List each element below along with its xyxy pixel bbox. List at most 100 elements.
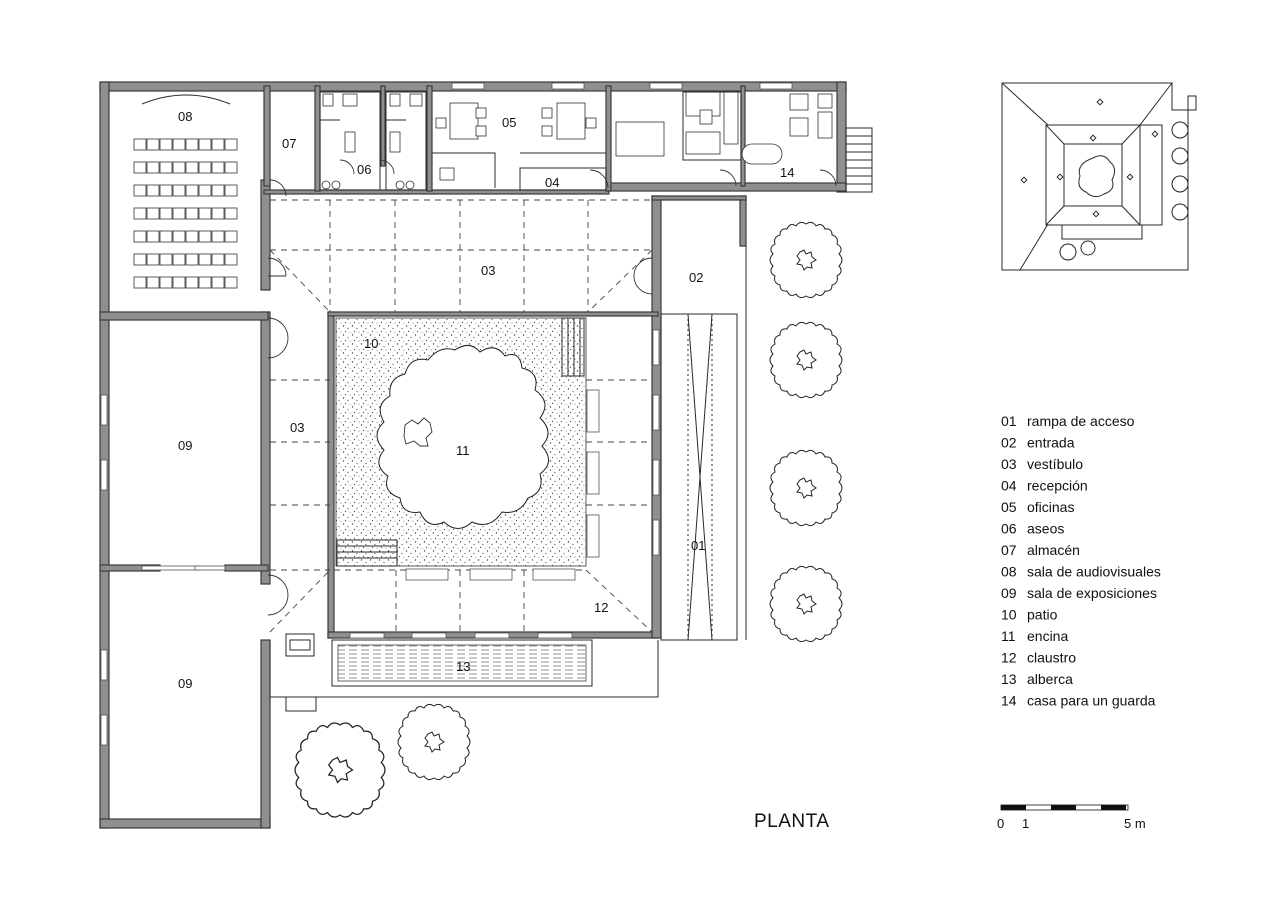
legend-text: encina (1027, 628, 1068, 644)
room-label-05: 05 (502, 115, 516, 130)
legend-number: 08 (1001, 564, 1017, 580)
tree-icon (769, 565, 843, 643)
tree-icon (769, 449, 843, 527)
legend-text: alberca (1027, 671, 1073, 687)
seat (198, 161, 212, 174)
room-label-04: 04 (545, 175, 559, 190)
seat (172, 138, 186, 151)
plan-title: PLANTA (754, 811, 830, 832)
tree-icon (769, 221, 843, 299)
seat (146, 161, 160, 174)
tree-icon (397, 703, 471, 781)
scale-label-0: 0 (997, 816, 1004, 831)
room-label-12: 12 (594, 600, 608, 615)
room-label-03-top: 03 (481, 263, 495, 278)
seat (172, 184, 186, 197)
room-label-03-left: 03 (290, 420, 304, 435)
legend-text: casa para un guarda (1027, 693, 1156, 709)
seat (172, 253, 186, 266)
seat (185, 253, 199, 266)
room-label-01: 01 (691, 538, 705, 553)
seat (224, 253, 238, 266)
legend-text: aseos (1027, 521, 1064, 537)
room-label-07: 07 (282, 136, 296, 151)
room-label-09-upper: 09 (178, 438, 192, 453)
seat (146, 184, 160, 197)
room-label-11: 11 (456, 443, 470, 458)
seat (224, 138, 238, 151)
legend-number: 04 (1001, 478, 1017, 494)
legend-text: almacén (1027, 542, 1080, 558)
legend-number: 12 (1001, 650, 1017, 666)
ramp-01 (660, 313, 738, 641)
legend-number: 01 (1001, 413, 1017, 429)
seat (185, 276, 199, 289)
seat (159, 161, 173, 174)
seat (211, 230, 225, 243)
legend-number: 09 (1001, 585, 1017, 601)
patio-steps (336, 317, 585, 567)
audiovisual-seating (133, 94, 238, 289)
legend-number: 06 (1001, 521, 1017, 537)
seat (159, 230, 173, 243)
seat (133, 207, 147, 220)
seat (172, 161, 186, 174)
seat (211, 184, 225, 197)
scale-bar: 0 1 5 m (997, 804, 1146, 831)
seat (146, 253, 160, 266)
legend-text: patio (1027, 607, 1058, 623)
seat (133, 161, 147, 174)
seat (198, 207, 212, 220)
key-plan-trees (1059, 121, 1189, 261)
office-furniture (432, 102, 607, 191)
seat (211, 138, 225, 151)
seat (198, 276, 212, 289)
scale-label-5m: 5 m (1124, 816, 1146, 831)
seat (198, 253, 212, 266)
tree-icon (769, 321, 843, 399)
seat (185, 230, 199, 243)
seat (198, 138, 212, 151)
legend-text: oficinas (1027, 499, 1074, 515)
seat (224, 161, 238, 174)
legend-text: claustro (1027, 650, 1076, 666)
site-outline (269, 246, 747, 712)
tree-icon (294, 722, 386, 818)
seat (133, 230, 147, 243)
seat (146, 276, 160, 289)
exterior-stairs (845, 127, 873, 193)
room-label-09-lower: 09 (178, 676, 192, 691)
pool-13 (331, 639, 593, 687)
room-label-14: 14 (780, 165, 794, 180)
doors (267, 159, 837, 616)
room-label-10: 10 (364, 336, 378, 351)
seat (159, 184, 173, 197)
guard-house-furniture (615, 91, 873, 193)
seat (185, 138, 199, 151)
seat (172, 207, 186, 220)
seat (211, 253, 225, 266)
key-plan-markers (1020, 98, 1159, 218)
seat (185, 207, 199, 220)
legend-text: rampa de acceso (1027, 413, 1135, 429)
room-label-08: 08 (178, 109, 192, 124)
legend-text: entrada (1027, 435, 1075, 451)
seat (185, 161, 199, 174)
oak-canopy (376, 345, 549, 529)
seat (198, 184, 212, 197)
legend-number: 10 (1001, 607, 1017, 623)
legend-number: 11 (1001, 628, 1016, 644)
seat (159, 138, 173, 151)
seat (159, 276, 173, 289)
seat (159, 207, 173, 220)
seat (133, 184, 147, 197)
scale-label-1: 1 (1022, 816, 1029, 831)
legend-number: 07 (1001, 542, 1017, 558)
legend-text: sala de exposiciones (1027, 585, 1157, 601)
seat (211, 161, 225, 174)
seat (224, 230, 238, 243)
room-label-06: 06 (357, 162, 371, 177)
room-labels: 08 07 06 05 04 14 03 02 10 11 03 09 09 0… (178, 109, 794, 691)
